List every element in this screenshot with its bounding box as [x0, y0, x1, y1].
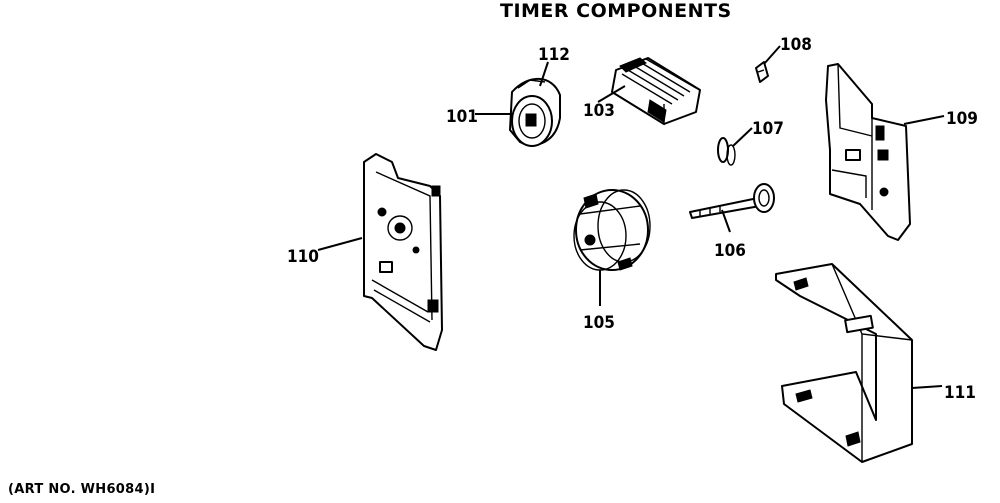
part-109-bracket	[825, 63, 911, 241]
part-105-cam-drum	[573, 189, 651, 271]
callout-105: 105	[583, 313, 615, 333]
diagram-title: TIMER COMPONENTS	[500, 0, 732, 22]
part-101-timer-motor	[509, 77, 561, 147]
callout-110: 110	[287, 247, 319, 267]
part-107-retainer	[717, 137, 736, 166]
callout-107: 107	[752, 119, 784, 139]
callout-101: 101	[446, 107, 478, 127]
part-103-switch-block	[611, 57, 701, 126]
part-110-timer-frame	[363, 153, 443, 351]
part-108-clip	[755, 61, 769, 83]
callout-112: 112	[538, 45, 570, 65]
callout-109: 109	[946, 109, 978, 129]
callout-106: 106	[714, 241, 746, 261]
callout-103: 103	[583, 101, 615, 121]
art-number: (ART NO. WH6084)I	[8, 482, 156, 497]
callout-111: 111	[944, 383, 976, 403]
part-106-shaft	[689, 183, 775, 219]
part-111-cover	[775, 263, 913, 463]
callout-108: 108	[780, 35, 812, 55]
